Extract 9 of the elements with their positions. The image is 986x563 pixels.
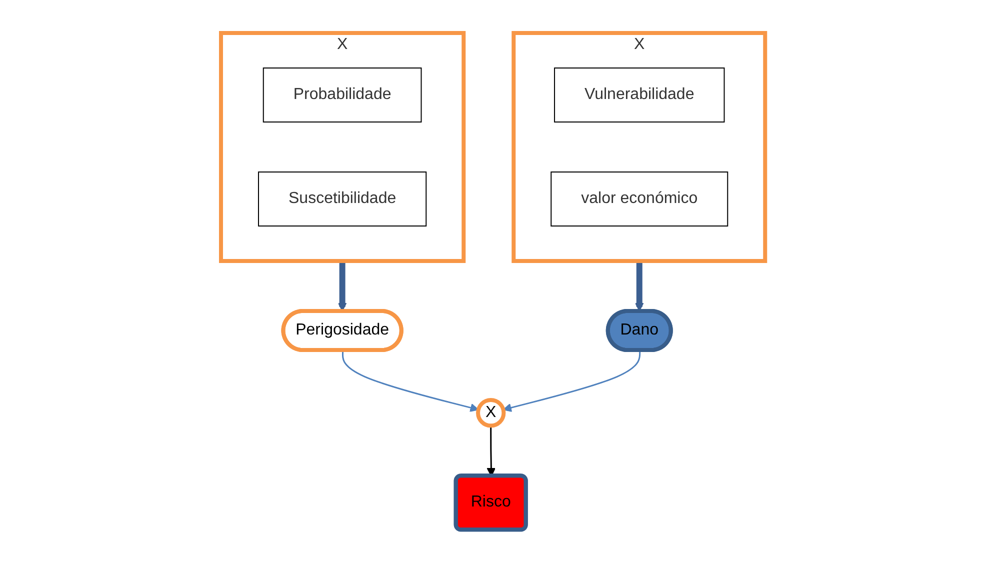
arrow [338,261,347,312]
arrow [502,350,641,412]
arrow [342,350,479,412]
node-box: valor económico [550,172,728,227]
node-box: Vulnerabilidade [554,68,725,123]
node-box: Suscetibilidade [258,172,427,227]
arrow [634,261,644,312]
node-box: Probabilidade [262,68,422,123]
node-circle: X [476,398,506,428]
